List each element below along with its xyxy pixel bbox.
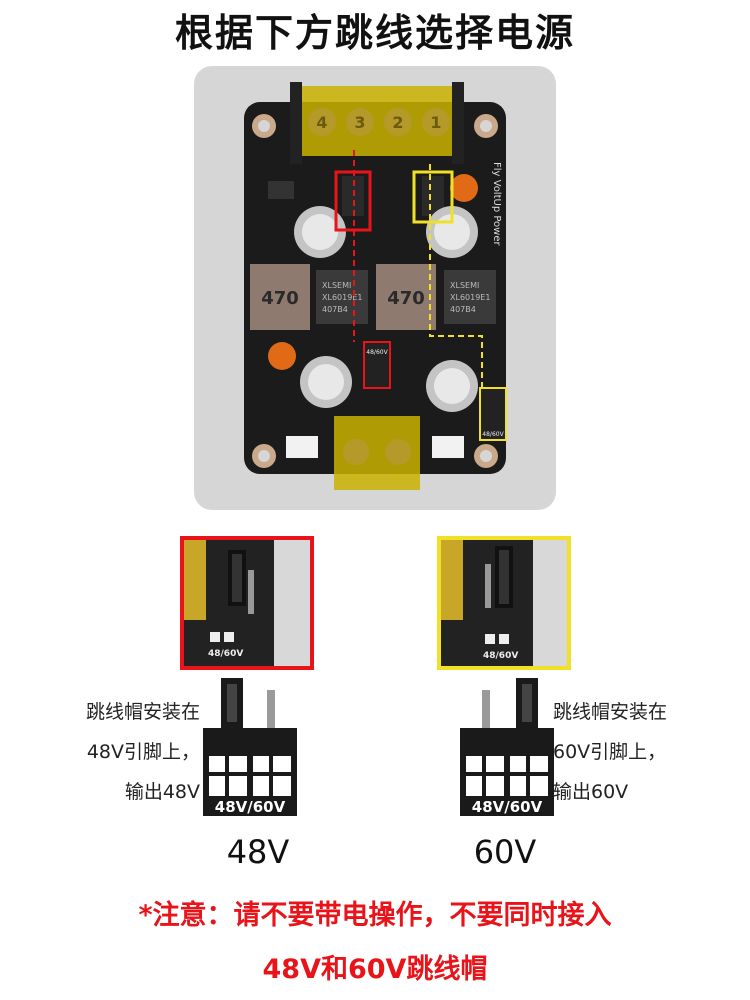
bottom-terminal-block: [334, 416, 420, 490]
terminal-digit: 2: [392, 113, 403, 132]
svg-text:XL6019E1: XL6019E1: [322, 293, 362, 302]
inductor-left: [250, 264, 310, 330]
capacitors: [294, 206, 478, 412]
connector-left: [286, 436, 318, 458]
jumper-diagram-label: 48V/60V: [471, 798, 543, 816]
inductor-right: [376, 264, 436, 330]
desc-line: 跳线帽安装在: [553, 701, 668, 723]
right-jumper-label: 48/60V: [482, 431, 504, 438]
silk-brand: Fly VoltUp Power: [491, 162, 502, 246]
warning-line-1: *注意：请不要带电操作，不要同时接入: [138, 900, 612, 931]
center-jumper-label: 48/60V: [366, 349, 388, 356]
center-jumper-highlight: [363, 341, 391, 389]
board-illustration: 4 3 2 1 Fly VoltUp Power 470 470 XLSEMI: [244, 82, 507, 490]
page-title: 根据下方跳线选择电源: [174, 11, 575, 55]
desc-line: 输出48V: [124, 781, 200, 803]
svg-text:XLSEMI: XLSEMI: [322, 281, 351, 290]
closeup-48v: 48/60V: [180, 536, 314, 670]
led-indicator: [450, 174, 478, 202]
board-photo: 4 3 2 1 Fly VoltUp Power 470 470 XLSEMI: [194, 66, 556, 510]
terminal-digit: 1: [430, 113, 441, 132]
yellow-route: [429, 164, 483, 388]
chip-left: XLSEMI XL6019E1 407B4: [316, 270, 368, 324]
option-60v-description: 跳线帽安装在 60V引脚上， 输出60V: [553, 692, 723, 812]
mounting-holes: [252, 114, 498, 468]
terminal-digit: 3: [354, 113, 365, 132]
desc-line: 跳线帽安装在: [85, 701, 200, 723]
top-terminal-block: 4 3 2 1: [290, 82, 464, 164]
connector-right: [432, 436, 464, 458]
closeup-left-label: 48/60V: [208, 649, 243, 659]
header-pin-icon: [267, 690, 275, 734]
closeup-right-label: 48/60V: [483, 651, 518, 661]
led-indicator: [268, 342, 296, 370]
desc-line: 输出60V: [553, 781, 629, 803]
voltage-60v: 60V: [473, 833, 537, 871]
jumper-diagram-60v: 48V/60V: [460, 676, 570, 816]
option-48v-description: 跳线帽安装在 48V引脚上， 输出48V: [40, 692, 200, 812]
right-jumper-highlight: [479, 387, 507, 441]
svg-text:XLSEMI: XLSEMI: [450, 281, 479, 290]
warning-line-2: 48V和60V跳线帽: [262, 954, 488, 985]
jumper-diagram-48v: 48V/60V: [203, 676, 313, 816]
yellow-highlight-box: [412, 170, 454, 224]
desc-line: 60V引脚上，: [553, 741, 667, 763]
inductor-right-label: 470: [387, 288, 425, 309]
diode: [268, 181, 294, 199]
jumper-diagram-label: 48V/60V: [214, 798, 286, 816]
header-pin-icon: [482, 690, 490, 734]
svg-text:XL6019E1: XL6019E1: [450, 293, 490, 302]
chip-right: XLSEMI XL6019E1 407B4: [444, 270, 496, 324]
closeup-60v: 48/60V: [437, 536, 571, 670]
diode: [422, 176, 444, 216]
terminal-digit: 4: [316, 113, 327, 132]
voltage-48v: 48V: [226, 833, 290, 871]
svg-text:407B4: 407B4: [450, 305, 476, 314]
desc-line: 48V引脚上，: [86, 741, 200, 763]
svg-text:407B4: 407B4: [322, 305, 348, 314]
inductor-left-label: 470: [261, 288, 299, 309]
